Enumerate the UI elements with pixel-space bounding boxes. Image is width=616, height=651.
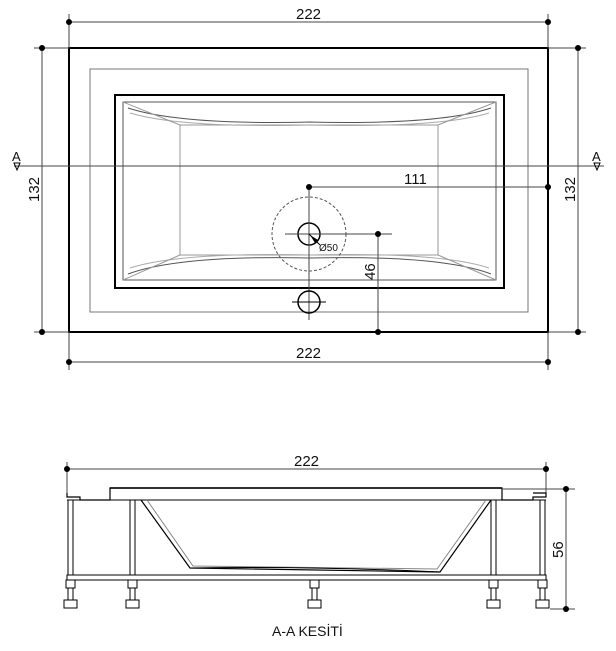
tub-rim-profile (66, 487, 547, 501)
section-width-label: 222 (294, 453, 319, 470)
left-height-label: 132 (26, 177, 43, 202)
section-view: 222 56 (63, 453, 575, 639)
section-caption: A-A KESİTİ (272, 622, 343, 639)
diameter-arrow-icon (310, 235, 318, 243)
tub-basin-profile (140, 499, 492, 573)
section-mark-right: A (592, 149, 601, 164)
section-mark-left: A (12, 149, 21, 164)
plan-view: A A Ø50 111 46 222 (12, 6, 604, 370)
adjustable-feet (63, 579, 550, 609)
tub-bottom-profile (189, 567, 441, 573)
basin-top-curve (127, 107, 492, 123)
drain-offset-label: 46 (362, 263, 379, 280)
center-offset-label: 111 (404, 171, 427, 188)
frame-base (66, 574, 547, 581)
basin-top-curve-inner (129, 112, 490, 126)
top-width-label: 222 (296, 6, 321, 23)
section-arrow-left-icon (13, 162, 21, 172)
basin-bottom-curve (127, 257, 492, 275)
bottom-width-label: 222 (296, 345, 321, 362)
section-height-label: 56 (550, 541, 567, 558)
section-arrow-right-icon (593, 162, 601, 172)
right-height-label: 132 (562, 177, 579, 202)
drain-diameter-label: Ø50 (319, 243, 338, 254)
frame-legs (67, 499, 546, 576)
